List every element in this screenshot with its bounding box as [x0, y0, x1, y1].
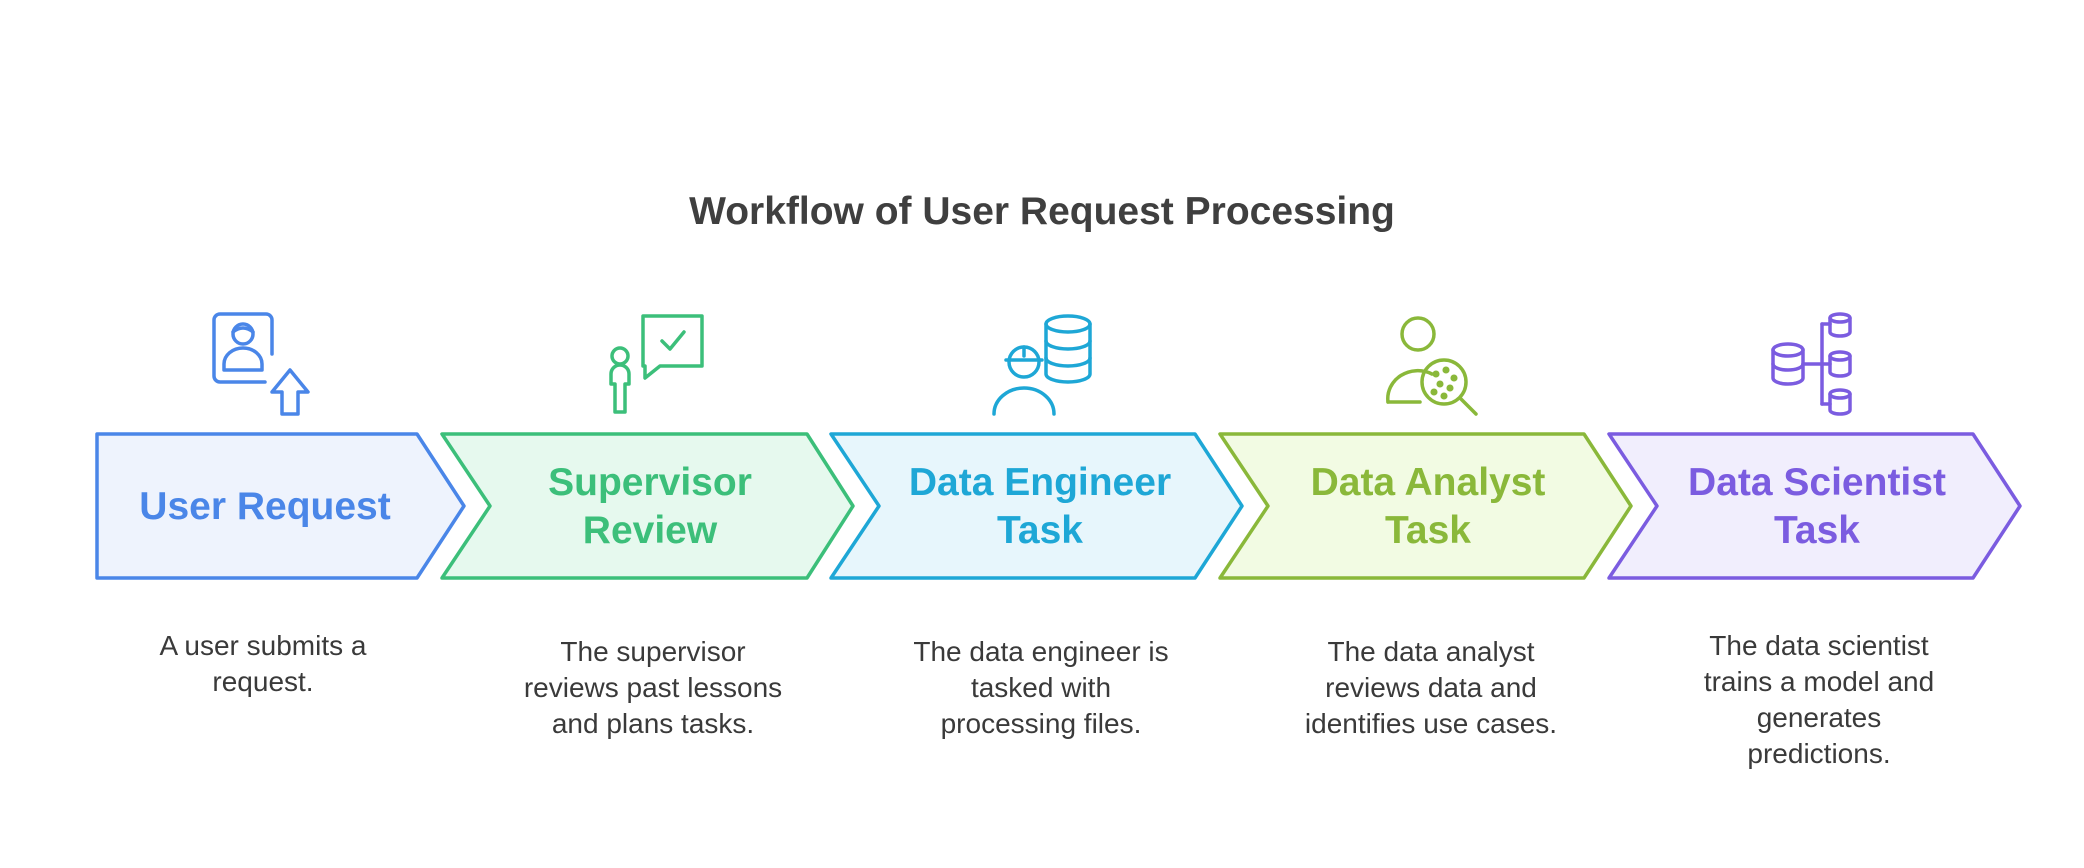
database-hierarchy-icon	[1771, 312, 1852, 416]
supervisor-approval-icon	[609, 314, 704, 414]
step-arrow-1	[95, 432, 466, 580]
step-description-user-request: A user submits a request.	[159, 630, 367, 697]
analyst-magnifier-icon	[1386, 316, 1478, 416]
step-description-supervisor-review: The supervisor reviews past lessons and …	[523, 636, 783, 739]
step-arrow-2	[440, 432, 855, 580]
step-label-data-analyst-task: Data Analyst Task	[1310, 461, 1546, 552]
user-upload-icon	[212, 312, 310, 416]
engineer-database-icon	[992, 314, 1092, 416]
step-arrow-5	[1607, 432, 2022, 580]
step-label-data-scientist-task: Data Scientist Task	[1688, 461, 1946, 552]
step-description-data-analyst-task: The data analyst reviews data and identi…	[1304, 636, 1558, 739]
step-label-supervisor-review: Supervisor Review	[548, 461, 752, 552]
step-description-data-engineer-task: The data engineer is tasked with process…	[913, 636, 1169, 739]
step-label-user-request: User Request	[139, 485, 391, 528]
step-label-data-engineer-task: Data Engineer Task	[908, 461, 1172, 552]
step-description-data-scientist-task: The data scientist trains a model and ge…	[1703, 630, 1935, 769]
step-arrow-4	[1218, 432, 1633, 580]
step-arrow-3	[829, 432, 1244, 580]
diagram-title: Workflow of User Request Processing	[689, 190, 1395, 233]
